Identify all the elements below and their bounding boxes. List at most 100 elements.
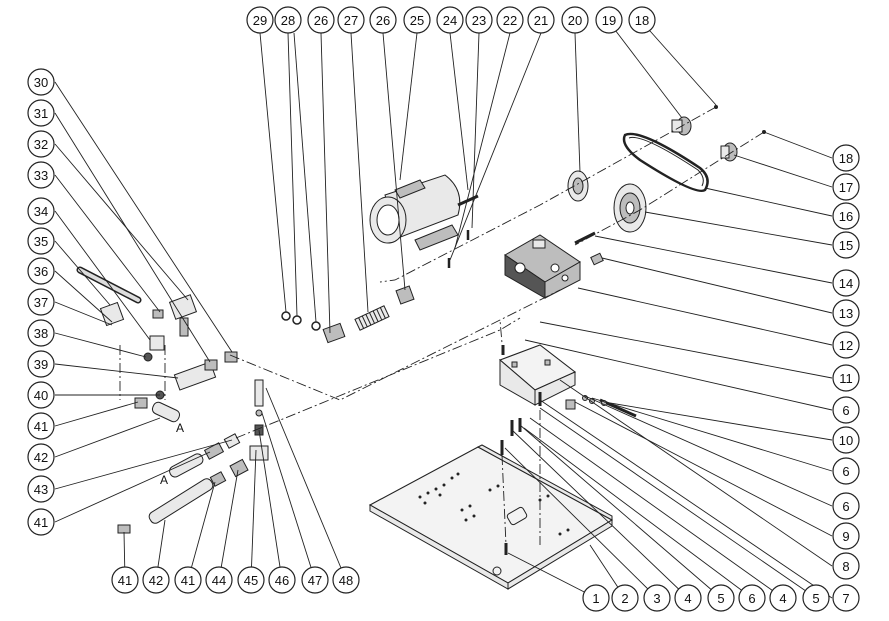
callout-26: 26 (369, 6, 397, 34)
callout-number: 1 (592, 591, 599, 606)
callout-circle (832, 299, 860, 327)
callout-number: 41 (118, 573, 132, 588)
callout-number: 14 (839, 276, 853, 291)
callout-circle (111, 566, 139, 594)
pump-inlet-fitting (590, 252, 604, 266)
callout-46: 46 (268, 566, 296, 594)
callout-circle (832, 396, 860, 424)
callout-number: 20 (568, 13, 582, 28)
assembly-centerlines (119, 106, 765, 546)
callout-number: 18 (839, 151, 853, 166)
callout-11: 11 (832, 364, 860, 392)
callout-16: 16 (832, 202, 860, 230)
callout-26: 26 (307, 6, 335, 34)
callout-circle (832, 202, 860, 230)
callout-circle (301, 566, 329, 594)
callout-number: 30 (34, 75, 48, 90)
callout-6: 6 (832, 492, 860, 520)
callout-number: 10 (839, 433, 853, 448)
callout-number: 41 (34, 419, 48, 434)
callout-21: 21 (527, 6, 555, 34)
callout-15: 15 (832, 231, 860, 259)
callout-9: 9 (832, 522, 860, 550)
callout-circle (237, 566, 265, 594)
callout-number: 12 (839, 338, 853, 353)
callout-circle (527, 6, 555, 34)
callout-number: 13 (839, 306, 853, 321)
callout-circle (205, 566, 233, 594)
callout-number: 4 (684, 591, 691, 606)
callout-31: 31 (27, 99, 55, 127)
hose-end-marker-a-right: A (160, 473, 168, 487)
callout-circle (832, 173, 860, 201)
callout-number: 36 (34, 264, 48, 279)
callout-circle (769, 584, 797, 612)
callout-circle (643, 584, 671, 612)
callout-circle (496, 6, 524, 34)
callout-3: 3 (643, 584, 671, 612)
callout-29: 29 (246, 6, 274, 34)
callout-number: 44 (212, 573, 226, 588)
callout-4: 4 (674, 584, 702, 612)
callout-41: 41 (27, 412, 55, 440)
callout-number: 32 (34, 137, 48, 152)
callout-number: 7 (842, 591, 849, 606)
callout-27: 27 (337, 6, 365, 34)
callout-4: 4 (769, 584, 797, 612)
callout-circle (268, 566, 296, 594)
callout-circle (832, 457, 860, 485)
callout-circle (27, 475, 55, 503)
spacer (565, 399, 576, 410)
callout-circle (174, 566, 202, 594)
callout-24: 24 (436, 6, 464, 34)
callout-circle (27, 257, 55, 285)
callout-number: 21 (534, 13, 548, 28)
callout-circle (27, 350, 55, 378)
electric-motor (369, 174, 479, 251)
callout-23: 23 (465, 6, 493, 34)
callout-number: 29 (253, 13, 267, 28)
callout-circle (27, 197, 55, 225)
callout-circle (832, 331, 860, 359)
callout-22: 22 (496, 6, 524, 34)
callout-circle (674, 584, 702, 612)
callout-number: 24 (443, 13, 457, 28)
callout-37: 37 (27, 288, 55, 316)
callout-circle (27, 508, 55, 536)
callout-13: 13 (832, 299, 860, 327)
callout-circle (595, 6, 623, 34)
callout-20: 20 (561, 6, 589, 34)
callout-number: 27 (344, 13, 358, 28)
callout-circle (337, 6, 365, 34)
callout-number: 5 (717, 591, 724, 606)
callout-7: 7 (832, 584, 860, 612)
callout-44: 44 (205, 566, 233, 594)
callout-number: 47 (308, 573, 322, 588)
callout-18: 18 (628, 6, 656, 34)
callout-number: 42 (149, 573, 163, 588)
callout-circle (307, 6, 335, 34)
callout-number: 16 (839, 209, 853, 224)
callout-number: 15 (839, 238, 853, 253)
callout-45: 45 (237, 566, 265, 594)
callout-number: 35 (34, 234, 48, 249)
callout-circle (142, 566, 170, 594)
callout-number: 45 (244, 573, 258, 588)
callout-number: 26 (376, 13, 390, 28)
callout-circle (27, 288, 55, 316)
callout-number: 39 (34, 357, 48, 372)
callout-circle (832, 492, 860, 520)
callout-circle (436, 6, 464, 34)
callout-number: 37 (34, 295, 48, 310)
callout-circle (738, 584, 766, 612)
callout-number: 19 (602, 13, 616, 28)
callout-42: 42 (27, 443, 55, 471)
callout-33: 33 (27, 161, 55, 189)
callout-circle (832, 144, 860, 172)
callout-10: 10 (832, 426, 860, 454)
callout-39: 39 (27, 350, 55, 378)
callout-40: 40 (27, 381, 55, 409)
pump-pulley (613, 183, 647, 233)
hose-end-marker-a-left: A (176, 421, 184, 435)
callout-number: 48 (339, 573, 353, 588)
